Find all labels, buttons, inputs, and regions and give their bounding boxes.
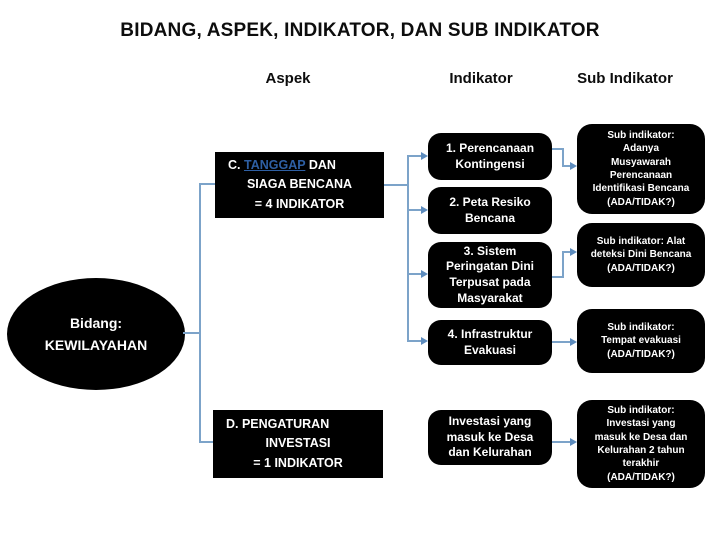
connector-line	[408, 209, 422, 211]
arrowhead-icon	[570, 248, 577, 256]
sub-indicator-box-2: Sub indikator: Alat deteksi Dini Bencana…	[577, 223, 705, 287]
indicator-box-4: 4. Infrastruktur Evakuasi	[428, 320, 552, 365]
connector-line	[200, 441, 213, 443]
sub-indicator-box-3: Sub indikator: Tempat evakuasi (ADA/TIDA…	[577, 309, 705, 373]
bidang-label: Bidang: KEWILAYAHAN	[44, 314, 148, 353]
bidang-ellipse: Bidang: KEWILAYAHAN	[7, 278, 185, 390]
connector-line	[563, 251, 571, 253]
arrowhead-icon	[421, 206, 428, 214]
aspek-c-line1-rest: DAN	[308, 157, 336, 172]
connector-line	[562, 251, 564, 278]
arrowhead-icon	[570, 438, 577, 446]
indicator-box-1: 1. Perencanaan Kontingensi	[428, 133, 552, 180]
connector-line	[562, 148, 564, 167]
indicator-box-2: 2. Peta Resiko Bencana	[428, 187, 552, 234]
slide-title: BIDANG, ASPEK, INDIKATOR, DAN SUB INDIKA…	[120, 20, 600, 41]
sub-indicator-box-4: Sub indikator: Investasi yang masuk ke D…	[577, 400, 705, 488]
connector-line	[407, 155, 409, 342]
connector-line	[183, 332, 201, 334]
aspek-c-prefix: C.	[228, 157, 241, 172]
connector-line	[200, 183, 215, 185]
connector-line	[563, 165, 571, 167]
aspek-c-line1: C. TANGGAP DAN	[215, 156, 384, 175]
column-header-sub-indikator: Sub Indikator	[577, 70, 673, 87]
indicator-box-investasi: Investasi yang masuk ke Desa dan Kelurah…	[428, 410, 552, 465]
column-header-aspek: Aspek	[265, 70, 311, 87]
aspek-c-line2: SIAGA BENCANA	[246, 177, 353, 192]
sub-indicator-box-1: Sub indikator: Adanya Musyawarah Perenca…	[577, 124, 705, 214]
aspek-box-c: C. TANGGAP DAN SIAGA BENCANA = 4 INDIKAT…	[215, 152, 384, 218]
column-header-indikator: Indikator	[449, 70, 513, 87]
aspek-d-line3: = 1 INDIKATOR	[253, 455, 343, 470]
arrowhead-icon	[421, 270, 428, 278]
connector-line	[552, 341, 571, 343]
connector-line	[408, 340, 422, 342]
arrowhead-icon	[421, 152, 428, 160]
connector-line	[552, 441, 571, 443]
arrowhead-icon	[570, 162, 577, 170]
connector-line	[552, 276, 564, 278]
indicator-box-3: 3. Sistem Peringatan Dini Terpusat pada …	[428, 242, 552, 308]
aspek-box-d: D. PENGATURAN INVESTASI = 1 INDIKATOR	[213, 410, 383, 478]
aspek-d-line1: D. PENGATURAN	[226, 416, 330, 431]
connector-line	[552, 148, 564, 150]
connector-line	[384, 184, 408, 186]
tanggap-link[interactable]: TANGGAP	[243, 157, 306, 172]
connector-line	[408, 155, 422, 157]
connector-line	[199, 183, 201, 443]
arrowhead-icon	[421, 337, 428, 345]
arrowhead-icon	[570, 338, 577, 346]
aspek-c-line3: = 4 INDIKATOR	[254, 196, 345, 211]
aspek-d-line2: INVESTASI	[265, 436, 331, 451]
connector-line	[408, 273, 422, 275]
